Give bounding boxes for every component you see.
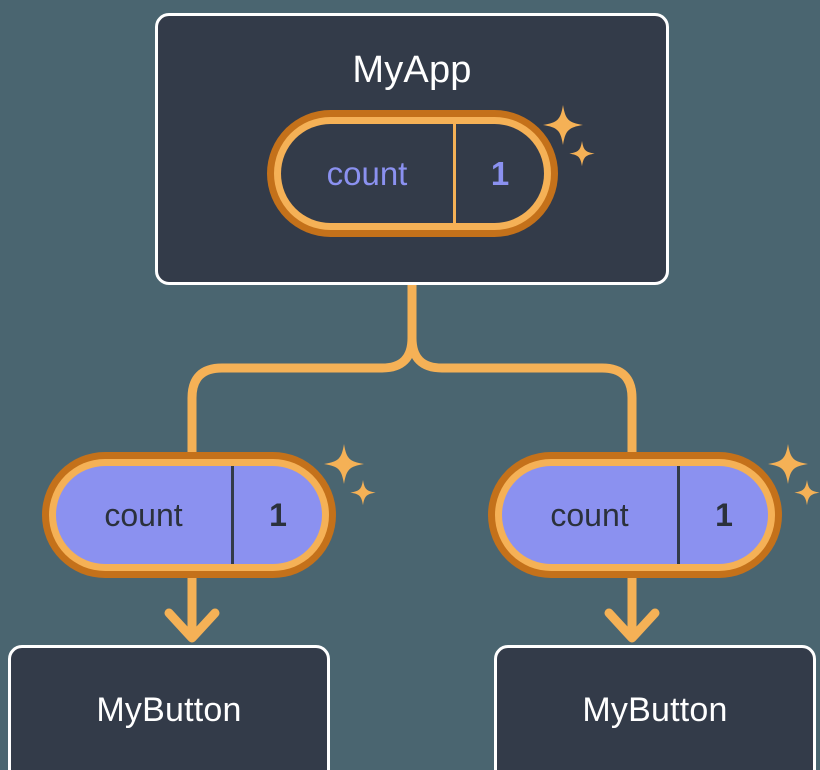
component-title-mybutton: MyButton xyxy=(582,691,728,729)
state-key-label: count xyxy=(550,496,629,533)
arrow-down-head-icon xyxy=(164,608,220,643)
component-node-mybutton-right[interactable]: MyButton xyxy=(494,645,816,770)
state-pill-divider xyxy=(453,124,456,223)
state-pill-child-left[interactable]: count 1 xyxy=(42,452,336,578)
tree-branch-connector xyxy=(407,280,637,460)
tree-branch-connector xyxy=(187,280,417,460)
state-value-label: 1 xyxy=(715,496,733,533)
state-value-label: 1 xyxy=(490,154,510,192)
state-pill-body: count 1 xyxy=(281,124,544,223)
arrow-down-head-icon xyxy=(604,608,660,643)
state-pill-divider xyxy=(231,466,234,564)
state-key-label: count xyxy=(104,496,183,533)
state-pill-ring-inner: count 1 xyxy=(49,459,329,571)
state-pill-divider xyxy=(677,466,680,564)
state-value-label: 1 xyxy=(269,496,287,533)
state-pill-child-right[interactable]: count 1 xyxy=(488,452,782,578)
component-node-mybutton-left[interactable]: MyButton xyxy=(8,645,330,770)
state-key-label: count xyxy=(326,154,408,192)
component-title-myapp: MyApp xyxy=(352,49,472,91)
state-pill-body: count 1 xyxy=(56,466,322,564)
state-pill-root[interactable]: count 1 xyxy=(267,110,558,237)
state-pill-body: count 1 xyxy=(502,466,768,564)
component-title-mybutton: MyButton xyxy=(96,691,242,729)
state-pill-ring-inner: count 1 xyxy=(495,459,775,571)
state-pill-ring-inner: count 1 xyxy=(274,117,551,230)
